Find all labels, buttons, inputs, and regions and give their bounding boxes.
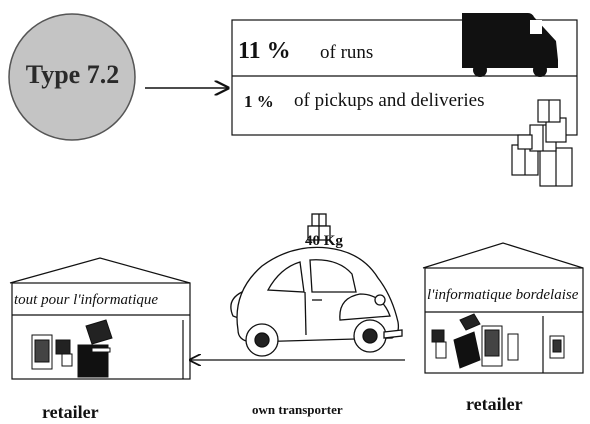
stat-pickups-text: of pickups and deliveries [294, 90, 485, 111]
type-label: Type 7.2 [25, 60, 120, 89]
stat-runs-percent: 11 % [238, 38, 291, 64]
load-weight: 40 Kg [305, 233, 343, 249]
left-retailer-caption: retailer [42, 402, 99, 422]
left-store-name: tout pour l'informatique [14, 292, 159, 308]
left-store [9, 257, 191, 380]
stats-box [231, 19, 578, 136]
computer-equipment-icon [431, 313, 565, 369]
transporter-caption: own transporter [252, 402, 343, 417]
parcels-icon [511, 99, 573, 187]
car-icon [230, 213, 403, 357]
right-store [422, 242, 584, 374]
stat-pickups-percent: 1 % [244, 92, 274, 111]
computer-equipment-icon [31, 319, 113, 378]
van-icon [462, 13, 558, 77]
right-retailer-caption: retailer [466, 394, 523, 414]
type-circle [8, 13, 136, 141]
right-store-name: l'informatique bordelaise [427, 287, 579, 303]
stat-runs-text: of runs [320, 42, 374, 63]
